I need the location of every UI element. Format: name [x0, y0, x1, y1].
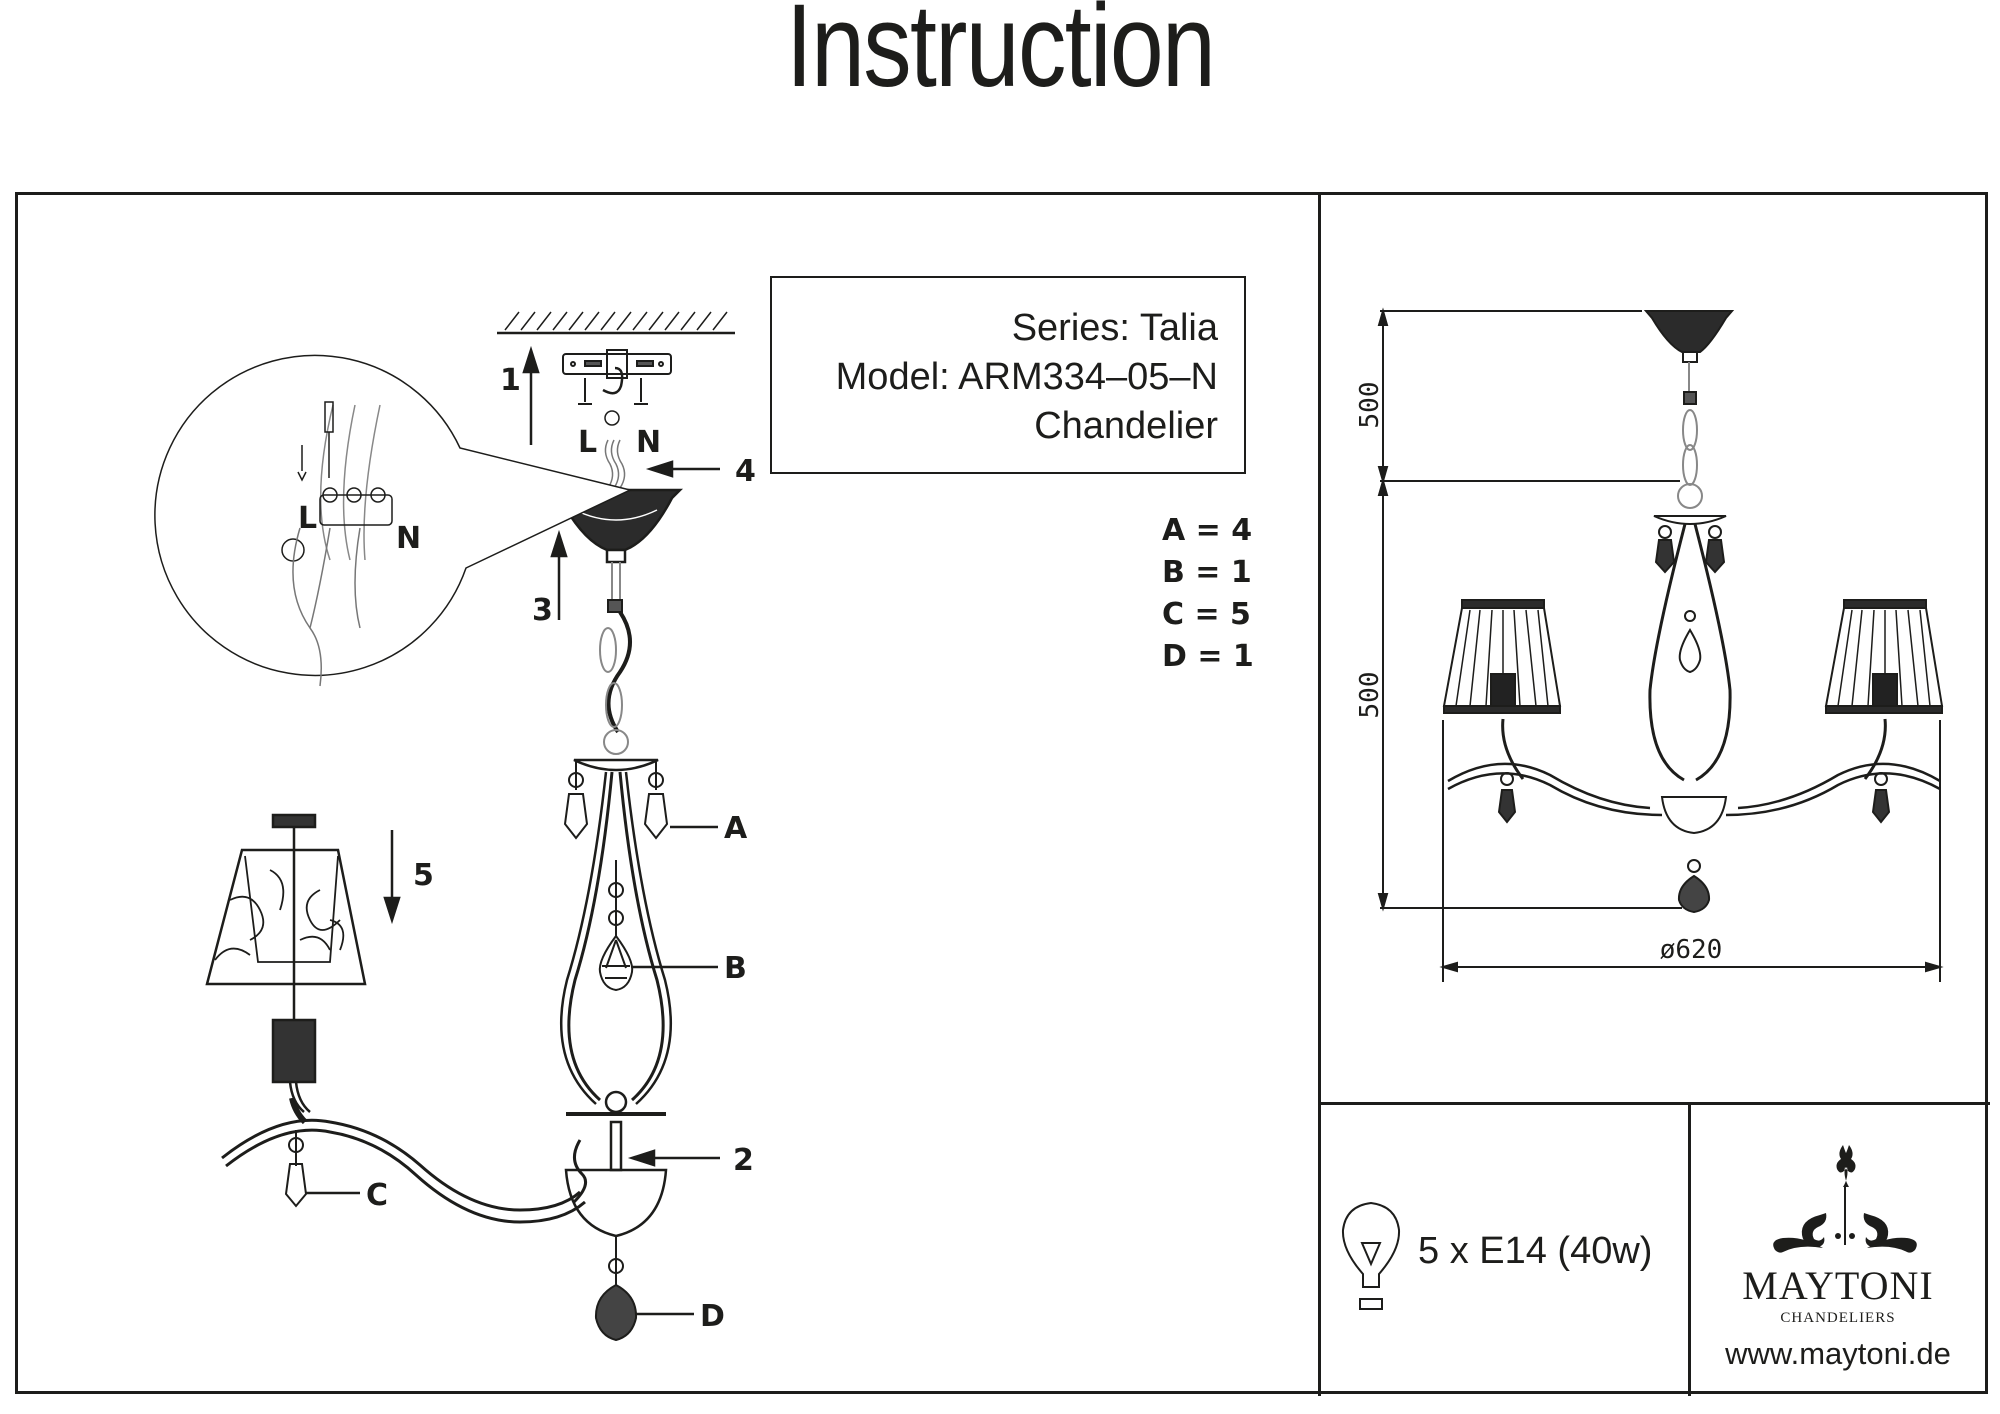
- brand-url[interactable]: www.maytoni.de: [1725, 1336, 1951, 1371]
- panel-divider-horizontal: [1318, 1102, 1990, 1105]
- crystal-pendant-icon: [284, 1130, 308, 1208]
- parts-list-item: C = 5: [1162, 597, 1251, 632]
- step-4-arrow-icon: [645, 460, 720, 478]
- model-label: Model: ARM334–05–N: [835, 356, 1218, 398]
- lamp-shade-icon: [1824, 599, 1944, 714]
- part-b-callout: B: [724, 951, 747, 986]
- screw-icon: [634, 378, 648, 405]
- terminal-block-icon: [319, 487, 393, 526]
- step-2-arrow-icon: [627, 1149, 720, 1167]
- crystal-pendant-icon: [563, 762, 669, 840]
- step-3-arrow-icon: [550, 529, 568, 620]
- wires-icon: [604, 439, 626, 489]
- footer-divider-vertical: [1688, 1102, 1691, 1396]
- neutral-terminal-label: N: [396, 521, 421, 556]
- lamp-shade-icon: [205, 813, 367, 1020]
- down-arrow-icon: [297, 445, 307, 482]
- parts-list-item: B = 1: [1162, 555, 1252, 590]
- parts-list: A = 4 B = 1 C = 5 D = 1: [1162, 510, 1254, 678]
- step-2-label: 2: [733, 1143, 754, 1178]
- ground-symbol-icon: [604, 410, 620, 426]
- center-bowl-icon: [564, 1090, 668, 1238]
- crystal-ball-icon: [594, 1236, 638, 1342]
- screwdriver-icon: [324, 401, 334, 478]
- live-wire-label: L: [578, 425, 597, 460]
- part-c-callout: C: [366, 1178, 388, 1213]
- mounting-bracket-icon: [562, 349, 672, 379]
- part-a-callout: A: [724, 811, 748, 846]
- crystal-pendant-icon: [598, 860, 634, 992]
- dimension-body-height: 500: [1355, 672, 1385, 719]
- brand-subtitle: CHANDELIERS: [1780, 1310, 1896, 1326]
- parts-list-item: D = 1: [1162, 639, 1254, 674]
- dimension-diameter: ø620: [1660, 935, 1723, 965]
- chandelier-upper-frame-icon: [560, 758, 672, 1105]
- chandelier-front-view-icon: [1442, 310, 1944, 914]
- document-title: Instruction: [785, 0, 1216, 112]
- bulb-socket-icon: [271, 1018, 317, 1113]
- screw-icon: [578, 378, 592, 405]
- product-info-box: Series: Talia Model: ARM334–05–N Chandel…: [770, 276, 1246, 474]
- live-terminal-label: L: [298, 501, 317, 536]
- panel-divider-vertical: [1318, 192, 1321, 1396]
- bulb-spec-text: 5 x E14 (40w): [1418, 1230, 1653, 1272]
- step-3-label: 3: [532, 593, 553, 628]
- dimension-top-height: 500: [1355, 382, 1385, 429]
- series-label: Series: Talia: [1011, 307, 1218, 349]
- step-1-arrow-icon: [522, 345, 540, 445]
- chain-icon: [599, 562, 632, 755]
- parts-list-item: A = 4: [1162, 513, 1253, 548]
- light-bulb-icon: [1341, 1201, 1401, 1310]
- part-d-callout: D: [700, 1299, 725, 1334]
- step-5-arrow-icon: [383, 830, 401, 925]
- lamp-shade-icon: [1442, 599, 1562, 714]
- step-5-label: 5: [413, 858, 434, 893]
- brand-name: MAYTONI: [1742, 1263, 1934, 1308]
- instruction-frame: [15, 192, 1988, 1394]
- wiring-detail-callout: L N: [154, 354, 633, 687]
- neutral-wire-label: N: [636, 425, 661, 460]
- maytoni-logo-icon: [1773, 1145, 1917, 1253]
- ceiling-hatch-icon: [497, 311, 735, 335]
- hook-icon: [602, 366, 624, 395]
- step-1-label: 1: [500, 363, 521, 398]
- product-type-label: Chandelier: [1034, 405, 1218, 447]
- step-4-label: 4: [735, 454, 756, 489]
